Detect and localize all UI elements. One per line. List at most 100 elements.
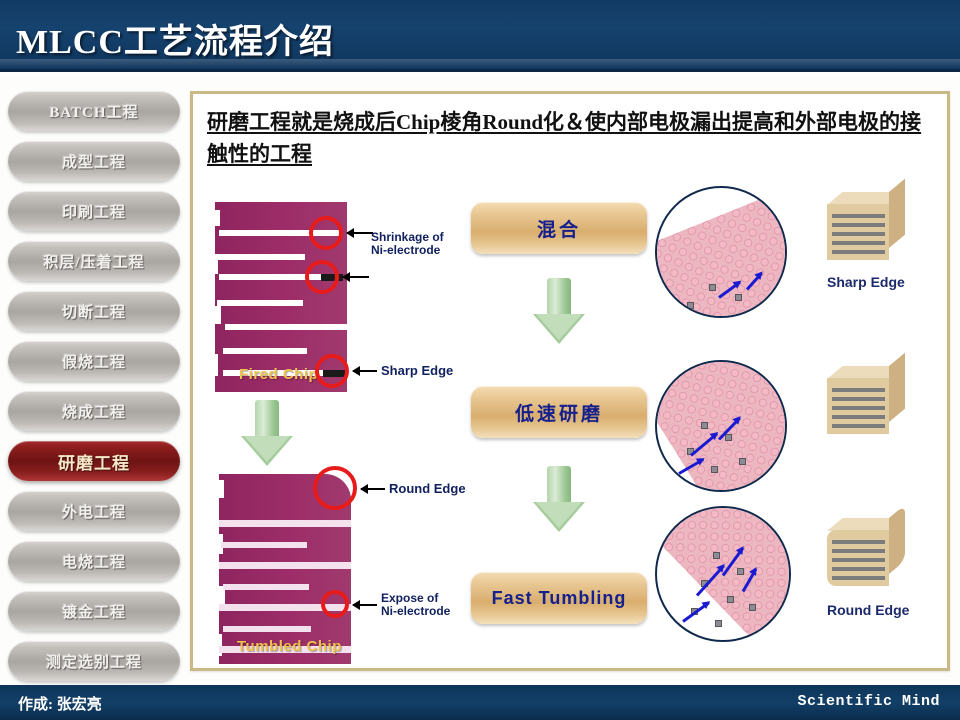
chip-in-media [709, 284, 716, 291]
arrow-shaft [547, 466, 571, 504]
chip-in-media [713, 552, 720, 559]
slide-body: BATCH工程 成型工程 印刷工程 积层/压着工程 切断工程 假烧工程 烧成工程… [0, 75, 960, 685]
sidebar-item-label: 成型工程 [61, 154, 126, 171]
internal-electrode [221, 542, 307, 548]
sidebar-item-label: 印刷工程 [61, 204, 126, 221]
tumbling-barrel-fast [655, 506, 791, 642]
title-bar-shine [0, 59, 960, 69]
chip-in-media [739, 458, 746, 465]
internal-electrode [225, 324, 347, 330]
internal-electrode [219, 646, 351, 653]
arrow-head-highlight [244, 436, 290, 462]
callout-arrow [352, 600, 377, 610]
sidebar-item-tumbling[interactable]: 研磨工程 [8, 441, 180, 481]
process-step-mixing[interactable]: 混合 [471, 202, 647, 254]
annotation-ring-round-edge [313, 466, 357, 510]
annotation-ring-shrinkage-2 [305, 260, 339, 294]
callout-line: Ni-electrode [381, 604, 451, 618]
chip-in-media [727, 596, 734, 603]
chip-edge-notch [211, 254, 218, 274]
media-abrasive-fill [657, 188, 785, 316]
sidebar-item-firing[interactable]: 烧成工程 [8, 391, 180, 431]
media-abrasive-fill [657, 362, 785, 490]
sidebar-item-plating[interactable]: 镀金工程 [8, 591, 180, 631]
annotation-ring-expose [321, 590, 349, 618]
sidebar-item-label: 外电工程 [61, 504, 126, 521]
title-bar: MLCC工艺流程介绍 [0, 0, 960, 72]
callout-line: Ni-electrode [371, 243, 441, 257]
arrow-shaft [255, 400, 279, 438]
chip-block-sharp [827, 178, 905, 260]
arrow-shaft [547, 278, 571, 316]
sidebar-item-label: 电烧工程 [61, 554, 126, 571]
sidebar-item-termination[interactable]: 外电工程 [8, 491, 180, 531]
footer-brand: Scientific Mind [797, 693, 940, 710]
chip-in-media [737, 568, 744, 575]
internal-electrode [219, 230, 341, 236]
internal-electrode [219, 562, 351, 569]
slide-heading: 研磨工程就是烧成后Chip棱角Round化＆使内部电极漏出提高和外部电极的接触性… [207, 110, 922, 166]
chip-edge-notch [215, 634, 222, 656]
internal-electrode [219, 274, 337, 280]
block-electrode-lines [832, 388, 885, 433]
chip-in-media [725, 434, 732, 441]
arrow-head-highlight [536, 502, 582, 528]
motion-arrow [682, 601, 710, 623]
sidebar-item-printing[interactable]: 印刷工程 [8, 191, 180, 231]
chip-in-media [735, 294, 742, 301]
internal-electrode [217, 254, 305, 260]
callout-arrow [342, 272, 369, 282]
sidebar-item-label: 积层/压着工程 [43, 254, 145, 271]
sidebar-item-label: 假烧工程 [61, 354, 126, 371]
block-side-face [889, 178, 905, 248]
callout-round-edge: Round Edge [389, 481, 466, 496]
sidebar-item-debinding[interactable]: 假烧工程 [8, 341, 180, 381]
arrow-head-highlight [536, 314, 582, 340]
sidebar-item-label: 烧成工程 [61, 404, 126, 421]
annotation-ring-shrinkage-1 [309, 216, 343, 250]
chip-in-media [701, 422, 708, 429]
process-step-slow-tumbling[interactable]: 低速研磨 [471, 386, 647, 438]
process-step-label: 混合 [536, 219, 581, 241]
result-label-sharp-edge: Sharp Edge [827, 274, 905, 290]
sidebar-item-electro-firing[interactable]: 电烧工程 [8, 541, 180, 581]
tumbled-chip-illustration: Tumbled Chip [215, 474, 355, 664]
block-electrode-lines [832, 540, 885, 585]
sidebar-item-batch[interactable]: BATCH工程 [8, 91, 180, 131]
chip-edge-notch [211, 354, 218, 376]
footer-bar: 作成: 张宏亮 Scientific Mind [0, 685, 960, 720]
callout-sharp-edge: Sharp Edge [381, 363, 454, 378]
callout-arrow [360, 484, 385, 494]
flow-arrow-down [533, 466, 585, 532]
chip-block-round [827, 504, 905, 586]
sidebar-item-label: 切断工程 [61, 304, 126, 321]
block-side-face [889, 352, 905, 422]
chip-in-media [715, 620, 722, 627]
chip-edge-notch [211, 210, 220, 226]
sidebar-item-label: BATCH工程 [49, 104, 139, 121]
sidebar-item-cutting[interactable]: 切断工程 [8, 291, 180, 331]
chip-in-media [687, 302, 694, 309]
process-sidebar: BATCH工程 成型工程 印刷工程 积层/压着工程 切断工程 假烧工程 烧成工程… [8, 91, 184, 681]
callout-expose: Expose of Ni-electrode [381, 592, 450, 618]
chip-in-media [711, 466, 718, 473]
process-step-label: Fast Tumbling [491, 587, 627, 608]
callout-arrow [346, 228, 373, 238]
callout-line: Shrinkage of [371, 230, 444, 244]
internal-electrode [223, 584, 309, 590]
chip-in-media [749, 604, 756, 611]
chip-edge-notch [215, 480, 224, 498]
footer-author: 作成: 张宏亮 [18, 697, 102, 713]
sidebar-item-label: 研磨工程 [58, 453, 130, 473]
internal-electrode [217, 300, 303, 306]
chip-edge-notch [215, 534, 223, 554]
internal-electrode [223, 348, 307, 354]
sidebar-item-lamination[interactable]: 积层/压着工程 [8, 241, 180, 281]
sidebar-item-forming[interactable]: 成型工程 [8, 141, 180, 181]
sidebar-item-inspection[interactable]: 测定选别工程 [8, 641, 180, 681]
tumbling-barrel-mixing [655, 186, 787, 318]
page-title: MLCC工艺流程介绍 [16, 24, 334, 61]
process-step-fast-tumbling[interactable]: Fast Tumbling [471, 572, 647, 624]
fired-chip-label: Fired Chip [239, 366, 319, 383]
sidebar-item-label: 镀金工程 [61, 604, 126, 621]
